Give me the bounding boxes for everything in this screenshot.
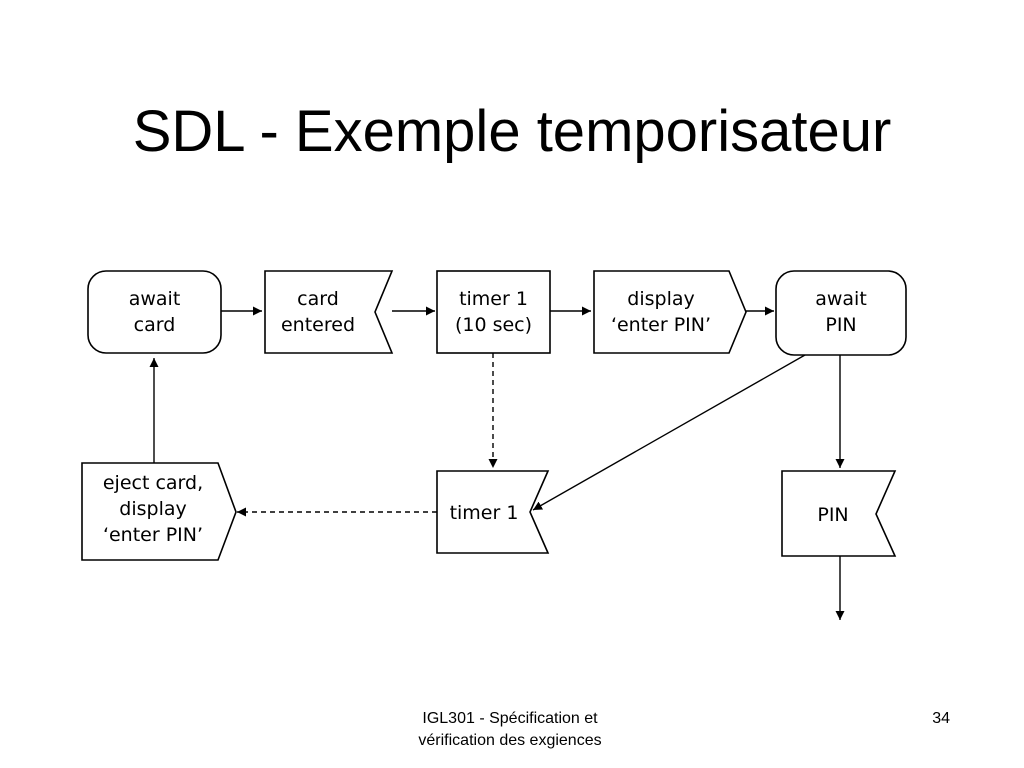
input-timer-expired-line1: timer 1 (450, 502, 519, 524)
state-await-card-line2: card (134, 314, 176, 336)
edges (149, 306, 845, 620)
state-await-card-line1: await (129, 288, 181, 310)
state-await-pin-line1: await (815, 288, 867, 310)
output-eject-card-line1: eject card, (103, 472, 203, 494)
output-eject-card-line3: ‘enter PIN’ (103, 524, 203, 546)
output-display-enter-pin-line1: display (627, 288, 694, 310)
input-card-entered-line1: card (297, 288, 339, 310)
state-await-pin-line2: PIN (825, 314, 856, 336)
state-await-pin: await PIN (775, 270, 907, 356)
slide-footer: IGL301 - Spécification et vérification d… (380, 708, 640, 752)
footer-line-1: IGL301 - Spécification et (422, 710, 598, 727)
footer-line-2: vérification des exgiences (418, 732, 602, 749)
nodes: await card card entered timer 1 (10 sec)… (81, 270, 907, 561)
state-await-card: await card (87, 270, 222, 354)
slide-title: SDL - Exemple temporisateur (132, 99, 892, 164)
task-timer-set-line2: (10 sec) (455, 314, 532, 336)
input-timer-expired: timer 1 (436, 470, 550, 554)
output-display-enter-pin-line2: ‘enter PIN’ (611, 314, 711, 336)
input-pin-line1: PIN (817, 504, 848, 526)
task-timer-set: timer 1 (10 sec) (436, 270, 551, 354)
output-eject-card-line2: display (119, 498, 186, 520)
output-display-enter-pin: display ‘enter PIN’ (593, 270, 747, 354)
input-card-entered-line2: entered (281, 314, 355, 336)
page-number: 34 (932, 710, 950, 727)
output-eject-card: eject card, display ‘enter PIN’ (81, 462, 237, 561)
edge-await-pin-to-timer-expired (532, 354, 806, 511)
task-timer-set-line1: timer 1 (459, 288, 528, 310)
input-pin: PIN (781, 470, 897, 557)
input-card-entered: card entered (264, 270, 394, 354)
